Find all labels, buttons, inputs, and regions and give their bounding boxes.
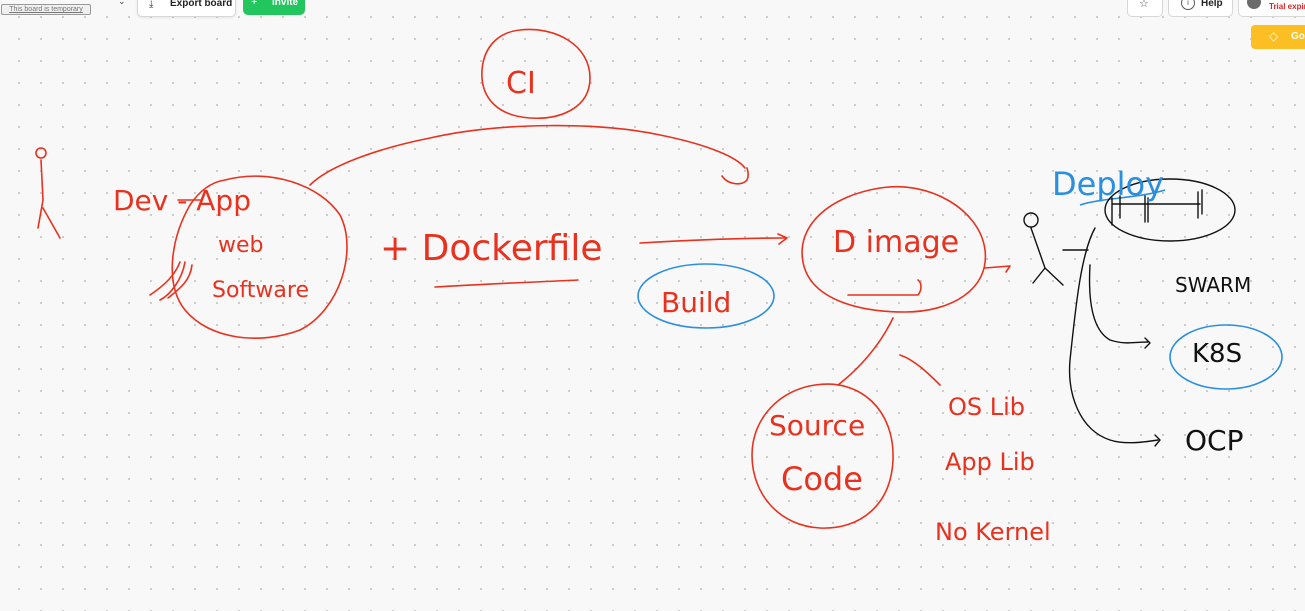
source-link-line xyxy=(837,317,894,386)
upgrade-button[interactable]: ◇ Go xyxy=(1251,25,1305,49)
ci-circle xyxy=(481,28,591,119)
oslib-label: OS Lib xyxy=(948,393,1025,421)
user-menu[interactable]: Trial expire xyxy=(1238,0,1305,17)
dev-circle xyxy=(171,175,348,339)
k8s-branch xyxy=(1088,264,1149,344)
image-label: D image xyxy=(833,225,959,260)
ocp-label: OCP xyxy=(1185,424,1243,457)
image-deploy-arrow xyxy=(984,265,1011,273)
person-body-icon xyxy=(37,159,61,239)
deploy-container-marks xyxy=(1111,189,1203,226)
deploy-person-head-icon xyxy=(1023,212,1039,228)
lib-link-line xyxy=(899,354,941,386)
image-underline xyxy=(847,279,922,296)
swarm-label: SWARM xyxy=(1175,273,1251,297)
ocp-branch xyxy=(1068,227,1159,444)
add-user-icon: + xyxy=(251,0,258,8)
code-label: Code xyxy=(781,460,863,498)
help-button[interactable]: i Help xyxy=(1168,0,1233,17)
build-label: Build xyxy=(661,286,731,319)
star-icon: ☆ xyxy=(1139,0,1149,10)
applib-label: App Lib xyxy=(945,448,1035,476)
info-icon: i xyxy=(1181,0,1195,10)
chevron-down-icon[interactable]: ⌄ xyxy=(118,0,126,6)
download-icon: ⤓ xyxy=(149,0,154,10)
invite-button[interactable]: + Invite xyxy=(243,0,305,15)
k8s-label: K8S xyxy=(1192,339,1242,369)
source-label: Source xyxy=(769,409,865,442)
export-board-label: Export board xyxy=(170,0,233,9)
ci-arc-end xyxy=(721,167,749,185)
k8s-arrow-head xyxy=(1144,337,1151,349)
software-label: Software xyxy=(212,278,309,303)
invite-label: Invite xyxy=(272,0,299,8)
dockerfile-label: + Dockerfile xyxy=(380,228,603,269)
source-circle xyxy=(751,383,894,529)
help-label: Help xyxy=(1201,0,1223,9)
dev-label: Dev - App xyxy=(113,184,251,217)
deploy-person-body-icon xyxy=(1030,227,1089,286)
build-ellipse xyxy=(637,263,775,329)
person-head-icon xyxy=(35,147,47,159)
ci-arc xyxy=(309,124,746,186)
favorite-button[interactable]: ☆ xyxy=(1127,0,1163,17)
dockerfile-arrow xyxy=(639,237,786,244)
nokernel-label: No Kernel xyxy=(935,518,1051,546)
temporary-board-notice[interactable]: This board is temporary xyxy=(1,4,91,15)
upgrade-label: Go xyxy=(1291,31,1305,42)
web-label: web xyxy=(218,233,264,258)
avatar xyxy=(1247,0,1261,9)
deploy-label: Deploy xyxy=(1052,165,1164,203)
scribble-mark xyxy=(149,261,193,301)
dockerfile-underline xyxy=(434,279,579,288)
image-circle xyxy=(801,186,987,313)
k8s-ellipse xyxy=(1169,324,1283,390)
arrow-head xyxy=(777,233,788,245)
trial-status-label: Trial expire xyxy=(1269,2,1305,11)
ci-label: CI xyxy=(506,66,536,101)
export-board-button[interactable]: ⤓ Export board xyxy=(137,0,236,17)
deploy-ellipse xyxy=(1104,178,1236,242)
ocp-arrow-head xyxy=(1154,434,1161,447)
diamond-icon: ◇ xyxy=(1269,29,1279,43)
